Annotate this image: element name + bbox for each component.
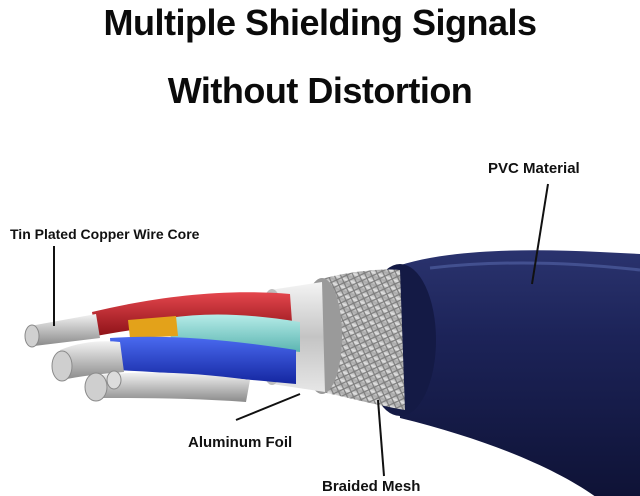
label-wire-core: Tin Plated Copper Wire Core: [10, 226, 200, 242]
leader-mesh: [377, 399, 385, 477]
strand-end-mid: [51, 350, 73, 382]
braided-mesh: [318, 269, 405, 410]
strand-bundle-bottom: [90, 372, 250, 402]
strand-end-top: [24, 324, 40, 348]
leader-foil: [235, 393, 301, 421]
headline-line-1: Multiple Shielding Signals: [103, 2, 537, 43]
label-aluminum-foil: Aluminum Foil: [188, 434, 293, 451]
strand-bundle-mid: [60, 341, 124, 380]
leader-pvc: [531, 183, 549, 285]
strand-end-bottom: [84, 372, 108, 402]
label-pvc-material: PVC Material: [488, 160, 580, 177]
pvc-jacket: [392, 250, 640, 496]
strand-bundle-top: [30, 314, 100, 346]
blue-wire: [110, 336, 296, 384]
label-braided-mesh: Braided Mesh: [322, 478, 421, 495]
headline-line-2: Without Distortion: [167, 70, 473, 111]
strand-end-small: [106, 370, 122, 390]
yellow-wire: [128, 316, 178, 338]
